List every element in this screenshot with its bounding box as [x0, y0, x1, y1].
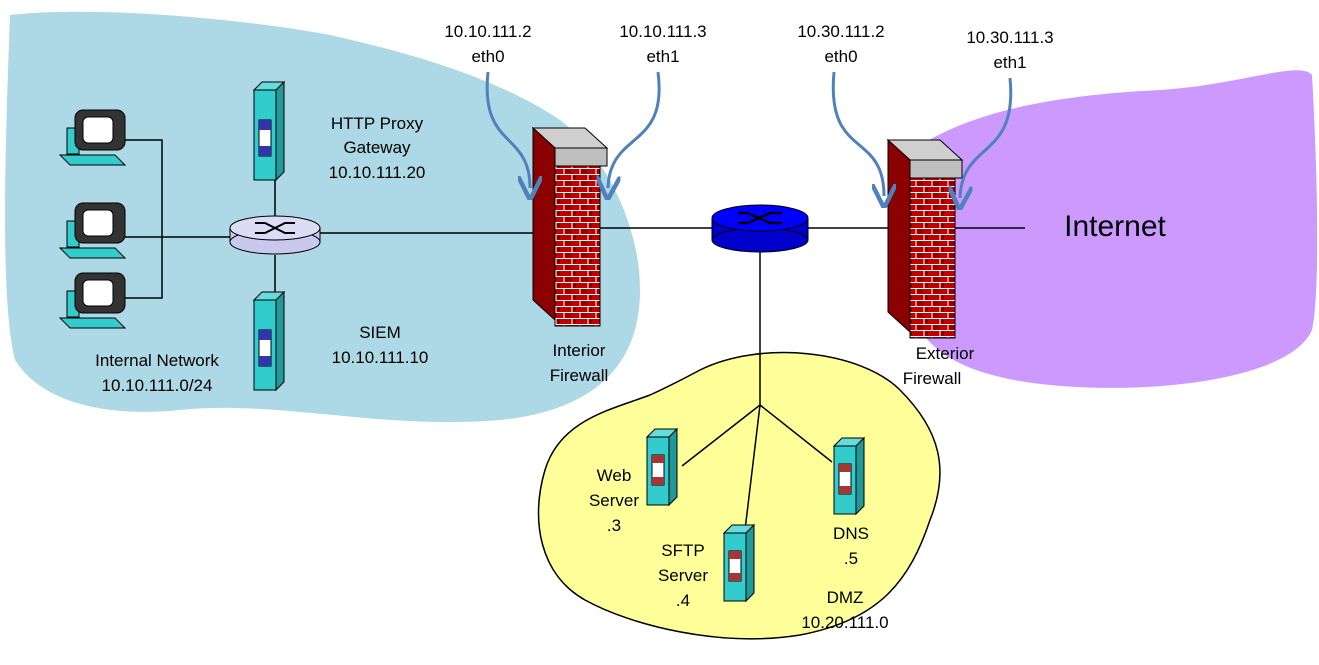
- sftp-server-label: SFTP: [661, 541, 704, 560]
- internal-network-zone: [5, 11, 640, 423]
- exterior-firewall-label: Exterior: [916, 344, 975, 363]
- siem-server-icon: [252, 290, 286, 392]
- exterior-firewall-label: Firewall: [903, 369, 962, 388]
- workstation-icon: [58, 272, 127, 329]
- proxy-server-icon: [252, 80, 286, 182]
- proxy-label: Gateway: [343, 138, 411, 157]
- dns-server-addr: .5: [844, 549, 858, 568]
- siem-ip-label: 10.10.111.10: [332, 348, 429, 367]
- dns-server-icon: [832, 436, 866, 516]
- exterior-firewall-icon: [886, 138, 964, 339]
- web-server-label: Web: [597, 466, 632, 485]
- web-server-addr: .3: [607, 516, 621, 535]
- dmz-label: DMZ: [827, 588, 864, 607]
- workstation-icon: [58, 202, 127, 259]
- interface-name-label: eth1: [993, 53, 1026, 72]
- workstation-icon: [58, 109, 127, 166]
- interface-ip-label: 10.30.111.3: [966, 28, 1053, 47]
- proxy-ip-label: 10.10.111.20: [329, 163, 426, 182]
- arrow-icon: [960, 77, 1013, 198]
- core-router-icon: [711, 204, 809, 253]
- interface-name-label: eth1: [646, 47, 679, 66]
- sftp-server-addr: .4: [676, 591, 690, 610]
- interior-firewall-icon: [531, 126, 609, 327]
- interface-name-label: eth0: [471, 47, 504, 66]
- internal-switch-icon: [229, 215, 321, 255]
- web-server-icon: [645, 427, 679, 507]
- interior-firewall-label: Interior: [553, 341, 606, 360]
- dmz-zone: [537, 351, 941, 640]
- interface-name-label: eth0: [824, 47, 857, 66]
- arrow-icon: [485, 71, 530, 188]
- internal-network-label: Internal Network: [95, 351, 219, 370]
- siem-label: SIEM: [359, 323, 401, 342]
- sftp-server-label: Server: [658, 566, 708, 585]
- dmz-subnet: 10.20.111.0: [801, 613, 888, 632]
- interface-arrows: [485, 71, 1013, 198]
- internal-network-subnet: 10.10.111.0/24: [102, 376, 213, 395]
- interface-ip-label: 10.30.111.2: [797, 22, 884, 41]
- web-server-label: Server: [589, 491, 639, 510]
- sftp-server-icon: [722, 523, 756, 603]
- arrow-icon: [831, 71, 884, 196]
- dns-server-label: DNS: [833, 524, 869, 543]
- internet-label: Internet: [1064, 210, 1166, 243]
- interior-firewall-label: Firewall: [550, 366, 609, 385]
- arrow-icon: [608, 71, 661, 188]
- internet-zone: [889, 70, 1318, 388]
- proxy-label: HTTP Proxy: [331, 114, 424, 133]
- connection-lines: [125, 135, 1025, 531]
- interface-ip-label: 10.10.111.3: [619, 22, 706, 41]
- interface-ip-label: 10.10.111.2: [444, 22, 531, 41]
